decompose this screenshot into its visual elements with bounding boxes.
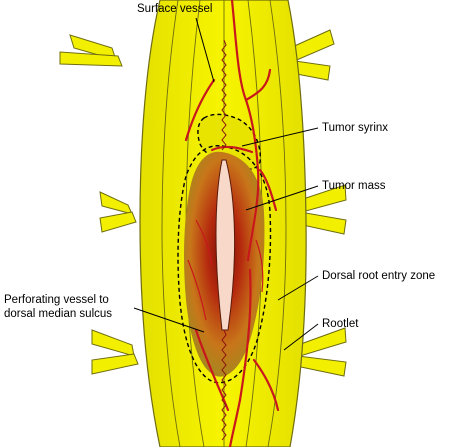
label-perforating-vessel-line2: dorsal median sulcus bbox=[4, 308, 113, 320]
tumor-mass-outline bbox=[177, 145, 272, 384]
leader-lines bbox=[133, 17, 319, 351]
myelotomy-opening bbox=[215, 159, 236, 331]
nerve-root-left-middle bbox=[99, 191, 137, 233]
midline-vessel bbox=[221, 39, 227, 441]
label-dorsal-root-entry-zone: Dorsal root entry zone bbox=[322, 270, 436, 282]
label-rootlet: Rootlet bbox=[322, 318, 359, 330]
nerve-root-left-lower bbox=[91, 329, 139, 375]
label-tumor-syrinx: Tumor syrinx bbox=[322, 122, 389, 134]
label-surface-vessel: Surface vessel bbox=[137, 3, 213, 15]
label-tumor-mass: Tumor mass bbox=[322, 180, 386, 192]
nerve-root-left-upper bbox=[59, 34, 123, 67]
label-perforating-vessel-line1: Perforating vessel to bbox=[4, 294, 109, 306]
surface-vessels-thin bbox=[187, 219, 264, 321]
